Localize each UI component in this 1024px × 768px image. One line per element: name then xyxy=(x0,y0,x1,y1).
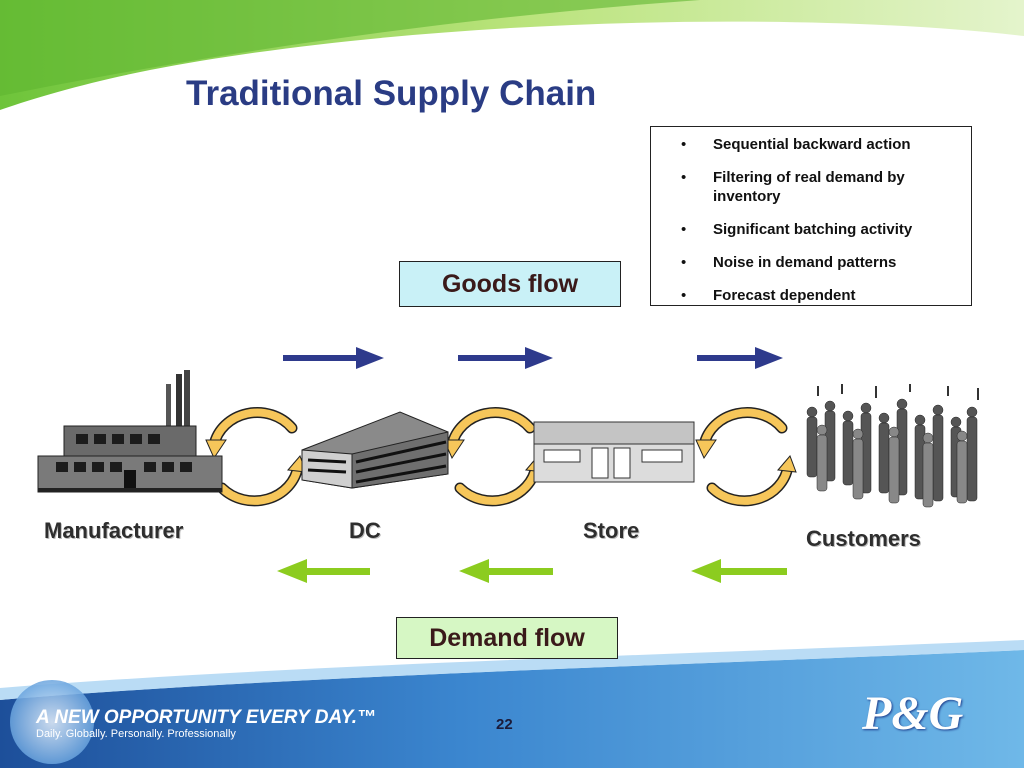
demand-arrow xyxy=(459,559,553,583)
crowd-icon xyxy=(806,384,979,508)
bullet-item: Sequential backward action xyxy=(651,135,971,154)
goods-arrow xyxy=(697,347,783,369)
cycle-icon xyxy=(695,407,797,507)
footer-subline: Daily. Globally. Personally. Professiona… xyxy=(36,728,236,740)
warehouse-icon xyxy=(301,411,449,489)
footer-tagline: A NEW OPPORTUNITY EVERY DAY.™ xyxy=(36,707,376,728)
characteristics-box: Sequential backward action Filtering of … xyxy=(650,126,972,306)
pg-logo: P&G xyxy=(862,687,964,740)
page-number: 22 xyxy=(496,716,513,733)
demand-arrow xyxy=(691,559,787,583)
node-label-store: Store xyxy=(583,518,640,543)
bullet-item: Filtering of real demand by inventory xyxy=(651,168,933,206)
goods-arrow xyxy=(458,347,553,369)
cycle-icon xyxy=(205,407,307,507)
factory-icon xyxy=(37,370,223,493)
bullet-item: Forecast dependent xyxy=(651,286,971,305)
bullet-item: Noise in demand patterns xyxy=(651,253,971,272)
store-icon xyxy=(533,421,695,483)
node-label-dc: DC xyxy=(349,518,381,543)
node-label-customers: Customers xyxy=(806,526,921,551)
demand-arrow xyxy=(277,559,370,583)
goods-arrow xyxy=(283,347,384,369)
cycle-icon xyxy=(443,407,545,507)
bullet-item: Significant batching activity xyxy=(651,220,971,239)
demand-flow-label: Demand flow xyxy=(396,617,618,659)
goods-flow-label: Goods flow xyxy=(399,261,621,307)
node-label-manufacturer: Manufacturer xyxy=(44,518,184,543)
slide-title: Traditional Supply Chain xyxy=(186,74,597,113)
characteristics-list: Sequential backward action Filtering of … xyxy=(651,127,971,305)
